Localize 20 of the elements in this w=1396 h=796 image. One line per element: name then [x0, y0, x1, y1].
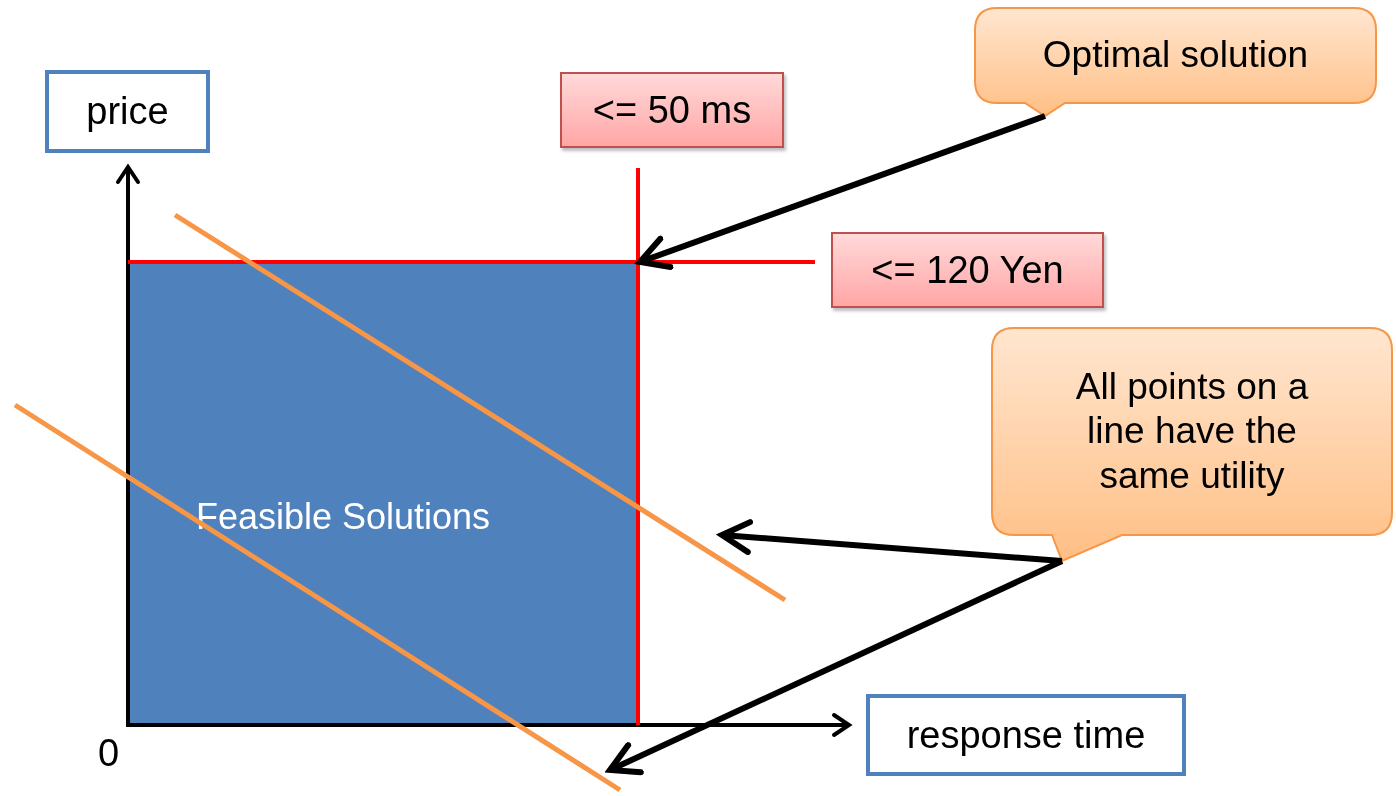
feasible-region	[128, 262, 638, 725]
callout-bubble	[992, 328, 1392, 561]
leader-arrow	[637, 113, 1046, 270]
utility-line	[173, 212, 787, 603]
callout-text: Optimal solution	[1041, 33, 1310, 78]
utility-line	[13, 402, 622, 793]
leader-arrow	[719, 519, 1063, 564]
label-text: price	[86, 90, 169, 133]
constraint-label	[831, 232, 1104, 308]
origin-label: 0	[98, 732, 120, 775]
label-text: <= 50 ms	[592, 88, 752, 132]
region-label: Feasible Solutions	[195, 495, 491, 538]
label-text: <= 120 Yen	[871, 248, 1064, 292]
constraint-label	[560, 72, 784, 148]
axis-label	[45, 70, 210, 153]
callout-bubble	[975, 8, 1376, 116]
label-text: response time	[906, 713, 1146, 757]
leader-arrow	[607, 558, 1064, 776]
axis-label	[866, 694, 1186, 776]
callout-text: All points on a line have the same utility	[1074, 364, 1310, 498]
